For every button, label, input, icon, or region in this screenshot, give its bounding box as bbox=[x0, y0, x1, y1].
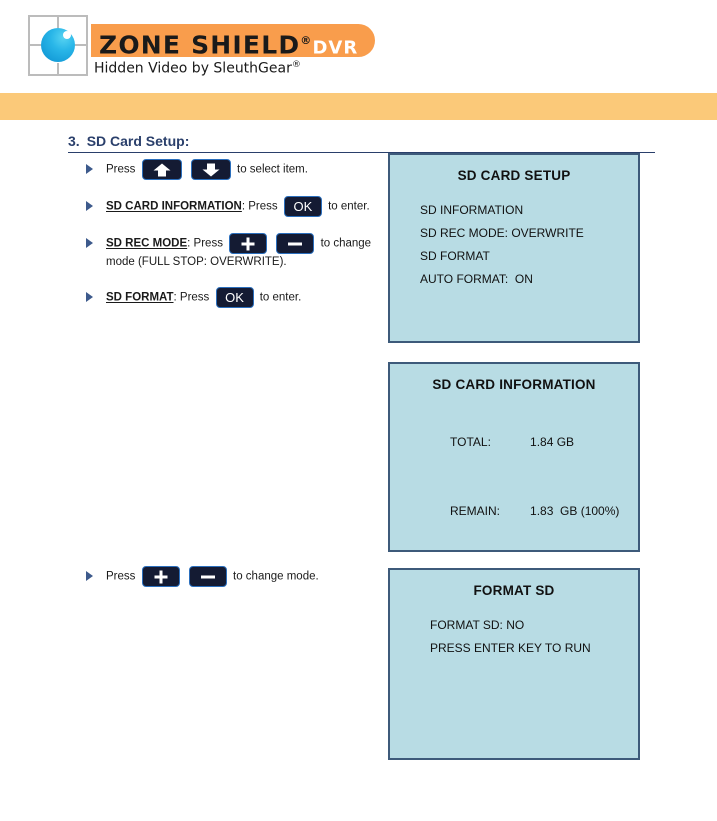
orange-banner bbox=[0, 93, 717, 120]
lcd-info-row-total: TOTAL: 1.84 GB bbox=[430, 408, 638, 477]
ok-key-button[interactable]: OK bbox=[215, 287, 254, 308]
bullet-triangle-icon bbox=[86, 201, 93, 211]
minus-key-button[interactable] bbox=[276, 233, 315, 254]
lcd-title: SD CARD SETUP bbox=[457, 168, 571, 183]
bullet-triangle-icon bbox=[86, 571, 93, 581]
instruction-tail: to change bbox=[320, 237, 372, 250]
instruction-tail: to enter. bbox=[259, 291, 302, 304]
brand-wordmark: ZONE SHIELD®DVR bbox=[99, 27, 358, 61]
lcd-info-value: 1.84 GB bbox=[530, 435, 575, 449]
heading-divider bbox=[68, 152, 655, 153]
page-header: ZONE SHIELD®DVR Hidden Video by SleuthGe… bbox=[0, 0, 717, 85]
bullet-triangle-icon bbox=[86, 164, 93, 174]
bullet-triangle-icon bbox=[86, 292, 93, 302]
lcd-format-option[interactable]: FORMAT SD: NO bbox=[430, 618, 525, 632]
brand-tagline: Hidden Video by SleuthGear® bbox=[94, 60, 301, 77]
instruction-lead: Press bbox=[106, 570, 136, 583]
lcd-info-list: TOTAL: 1.84 GB REMAIN: 1.83 GB (100%) bbox=[390, 408, 638, 546]
brand-wordmark-dvr: DVR bbox=[312, 37, 359, 59]
instruction-list: Press to select item. SD CARD INFORMATIO… bbox=[86, 159, 386, 324]
crosshair-tick-bottom bbox=[57, 63, 59, 74]
section-title: SD Card Setup: bbox=[86, 133, 190, 149]
instruction-tail: to change mode. bbox=[233, 570, 319, 583]
instruction-term: SD REC MODE bbox=[106, 237, 188, 250]
arrow-up-icon bbox=[153, 163, 171, 176]
plus-icon bbox=[154, 570, 168, 583]
instruction-sd-card-information: SD CARD INFORMATION: Press OK to enter. bbox=[86, 196, 386, 217]
plus-key-button[interactable] bbox=[141, 566, 180, 587]
up-arrow-key-button[interactable] bbox=[141, 159, 182, 180]
lcd-info-row-remain: REMAIN: 1.83 GB (100%) bbox=[430, 477, 638, 546]
crosshair-tick-left bbox=[30, 44, 41, 46]
lcd-menu-item[interactable]: AUTO FORMAT: ON bbox=[420, 272, 533, 286]
lcd-format-list: FORMAT SD: NO PRESS ENTER KEY TO RUN bbox=[390, 614, 638, 660]
lcd-panel-format-sd: FORMAT SD FORMAT SD: NO PRESS ENTER KEY … bbox=[388, 568, 640, 760]
ok-key-button[interactable]: OK bbox=[283, 196, 322, 217]
arrow-down-icon bbox=[202, 163, 220, 176]
lcd-format-hint: PRESS ENTER KEY TO RUN bbox=[430, 641, 591, 655]
lcd-panel-sd-card-setup: SD CARD SETUP SD INFORMATION SD REC MODE… bbox=[388, 153, 640, 343]
brand-registered-mark: ® bbox=[300, 34, 313, 47]
minus-icon bbox=[200, 575, 215, 578]
instruction-select-item: Press to select item. bbox=[86, 159, 386, 180]
brand-wordmark-primary: ZONE SHIELD bbox=[99, 30, 301, 60]
instruction-tail-second-line: mode (FULL STOP: OVERWRITE). bbox=[106, 256, 287, 268]
instruction-lead: : Press bbox=[173, 291, 210, 304]
instruction-lead: Press bbox=[106, 163, 136, 176]
minus-key-button[interactable] bbox=[188, 566, 227, 587]
tagline-registered-mark: ® bbox=[291, 60, 301, 70]
lcd-panel-sd-card-information: SD CARD INFORMATION TOTAL: 1.84 GB REMAIN… bbox=[388, 362, 640, 552]
blue-sphere-icon bbox=[41, 28, 75, 62]
instruction-sd-rec-mode: SD REC MODE: Press to change mode (FULL … bbox=[86, 233, 386, 271]
lcd-info-label: REMAIN: bbox=[450, 504, 501, 518]
lcd-menu-list: SD INFORMATION SD REC MODE: OVERWRITE SD… bbox=[390, 199, 638, 291]
lcd-menu-item[interactable]: SD FORMAT bbox=[420, 249, 490, 263]
instruction-tail: to enter. bbox=[328, 200, 370, 213]
lcd-menu-item[interactable]: SD REC MODE: OVERWRITE bbox=[420, 226, 584, 240]
instruction-sd-format: SD FORMAT: Press OK to enter. bbox=[86, 287, 386, 308]
lcd-title: FORMAT SD bbox=[473, 583, 555, 598]
crosshair-tick-right bbox=[75, 44, 86, 46]
instruction-lead: : Press bbox=[187, 237, 223, 250]
lcd-title: SD CARD INFORMATION bbox=[432, 377, 596, 392]
zone-shield-viewfinder-logo-icon bbox=[28, 15, 88, 76]
plus-key-button[interactable] bbox=[229, 233, 268, 254]
page-title: 3. SD Card Setup: bbox=[68, 133, 189, 149]
lcd-menu-item[interactable]: SD INFORMATION bbox=[420, 203, 524, 217]
crosshair-tick-top bbox=[57, 17, 59, 28]
brand-pill bbox=[91, 24, 375, 57]
bullet-triangle-icon bbox=[86, 238, 93, 248]
instruction-tail: to select item. bbox=[237, 163, 308, 176]
instruction-change-mode: Press to change mode. bbox=[86, 566, 386, 587]
plus-icon bbox=[241, 237, 255, 250]
instruction-lead: : Press bbox=[241, 200, 278, 213]
instruction-term: SD CARD INFORMATION bbox=[106, 200, 242, 213]
down-arrow-key-button[interactable] bbox=[190, 159, 231, 180]
brand-tagline-text: Hidden Video by SleuthGear bbox=[94, 60, 292, 77]
lcd-info-label: TOTAL: bbox=[450, 435, 491, 449]
section-number: 3. bbox=[68, 133, 80, 149]
minus-icon bbox=[288, 242, 303, 245]
lcd-info-value: 1.83 GB (100%) bbox=[530, 504, 620, 518]
instruction-term: SD FORMAT bbox=[106, 291, 174, 304]
